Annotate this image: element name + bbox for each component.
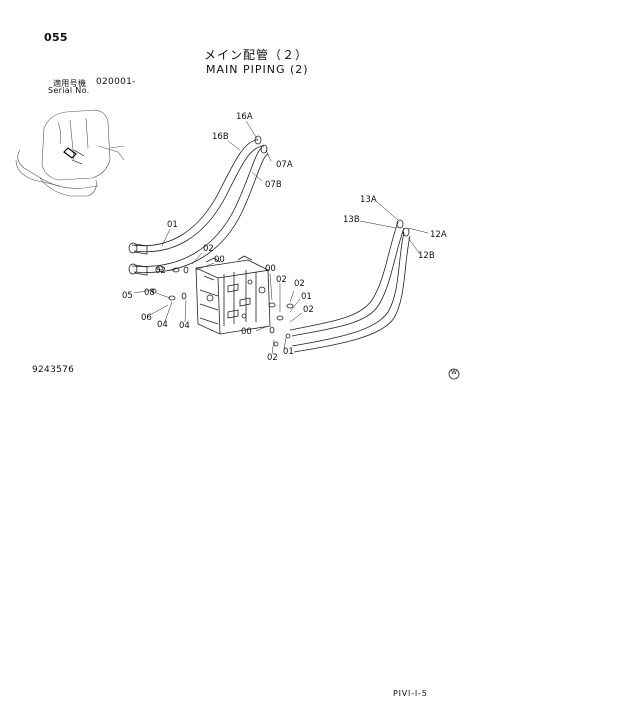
- callout-05: 05: [122, 291, 133, 301]
- machine-locator-thumbnail: [15, 109, 125, 197]
- callout-02-left-b: 02: [155, 266, 166, 276]
- page-footer: PIVI-I-5: [393, 689, 428, 698]
- hose-12-13: [289, 219, 411, 353]
- callout-00-left: 00: [214, 255, 225, 265]
- callout-01-left: 01: [167, 220, 178, 230]
- callout-04-b: 04: [179, 321, 190, 331]
- callout-16B: 16B: [212, 132, 229, 142]
- callout-13B: 13B: [343, 215, 360, 225]
- callout-02-right-a: 02: [276, 275, 287, 285]
- serial-label-en: Serial No.: [48, 86, 90, 95]
- serial-label-jp: 適用号機: [53, 79, 87, 88]
- callout-12A: 12A: [430, 230, 447, 240]
- leader-lines: [133, 120, 429, 355]
- figure-number: 9243576: [32, 365, 75, 375]
- callout-08: 08: [144, 288, 155, 298]
- callout-06: 06: [141, 313, 152, 323]
- callout-02-left-a: 02: [203, 244, 214, 254]
- callout-02-right-c: 02: [303, 305, 314, 315]
- callout-16A: 16A: [236, 112, 253, 122]
- callout-02-right-d: 02: [267, 353, 278, 363]
- callout-13A: 13A: [360, 195, 377, 205]
- callout-01-right-a: 01: [301, 292, 312, 302]
- page-title-en: MAIN PIPING (2): [206, 63, 309, 76]
- hose-16: [128, 135, 269, 276]
- page-number: 055: [44, 31, 68, 44]
- callout-07A: 07A: [276, 160, 293, 170]
- control-valve: [195, 255, 271, 335]
- callout-02-right-b: 02: [294, 279, 305, 289]
- serial-value: 020001-: [96, 77, 136, 87]
- callout-00-right-top: 00: [265, 264, 276, 274]
- callout-04-a: 04: [157, 320, 168, 330]
- w-mark-label: W: [451, 369, 457, 376]
- page-title-jp: メイン配管（２）: [204, 48, 309, 62]
- w-mark: [448, 368, 460, 380]
- callout-01-right-b: 01: [283, 347, 294, 357]
- callout-00-right-bottom: 00: [241, 327, 252, 337]
- callout-07B: 07B: [265, 180, 282, 190]
- callout-12B: 12B: [418, 251, 435, 261]
